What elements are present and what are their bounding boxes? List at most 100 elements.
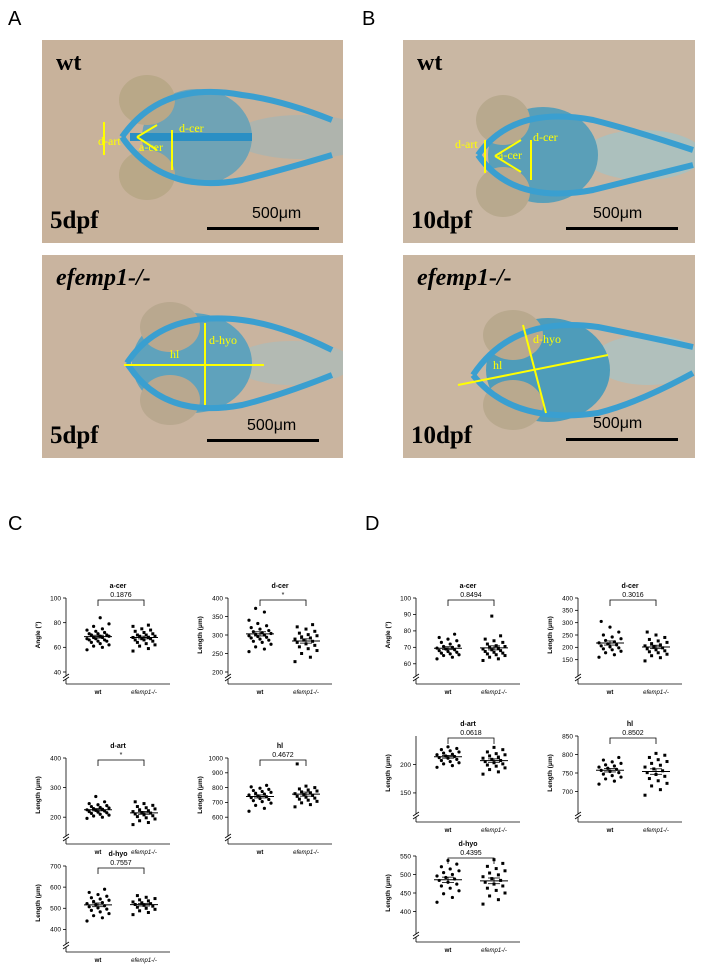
data-point [643,659,647,663]
data-point [665,760,669,764]
data-point [610,760,614,764]
data-point [619,637,623,641]
data-point [247,793,251,797]
data-point [262,647,266,651]
data-point [488,768,492,772]
data-point [107,806,111,810]
data-point [249,626,253,630]
data-point [450,895,454,900]
data-point [442,653,446,658]
data-point [96,892,100,897]
p-value-label: 0.4672 [272,752,294,759]
data-point [151,904,155,908]
y-tick-label: 400 [50,755,61,762]
data-point [615,643,619,647]
data-point [503,753,507,757]
x-category-label: wt [606,690,614,696]
data-point [142,813,146,817]
data-point [146,809,150,813]
y-tick-label: 300 [50,785,61,792]
data-point [499,649,503,653]
data-point [306,647,310,651]
x-category-label: wt [444,690,452,696]
stage-label: 10dpf [411,422,473,449]
data-point [260,640,264,644]
data-point [138,808,142,812]
data-point [439,748,443,752]
plot-title: d-hyo [108,851,127,858]
plot-title: d-hyo [458,841,477,848]
data-point [98,812,102,816]
data-point [247,650,251,654]
y-tick-label: 60 [54,645,62,652]
data-point [448,867,452,871]
y-tick-label: 850 [562,733,573,740]
annotation-a-cer: a-cer [139,140,163,154]
panel-letter-b: B [362,8,376,30]
data-point [656,639,660,643]
data-point [490,614,494,618]
data-point [608,625,612,629]
data-point [87,809,91,814]
data-point [446,649,450,654]
data-point [448,760,452,764]
significance-bracket [97,759,145,766]
data-point [448,652,452,656]
panel-letter-a: A [8,8,22,30]
data-point [501,748,505,752]
genotype-label: efemp1-/- [417,265,512,291]
x-category-label: wt [94,958,102,964]
data-point [496,770,500,774]
x-category-label: wt [256,850,264,856]
data-point [446,637,450,641]
data-point [481,658,485,662]
data-point [601,758,605,762]
x-category-label: efemp1-/- [643,690,669,696]
data-point [96,639,100,643]
data-point [96,810,100,814]
data-point [98,897,102,901]
data-point [295,762,299,766]
data-point [313,786,317,790]
data-point [492,639,496,643]
y-axis-label: Angle (°) [34,622,42,649]
data-point [153,897,157,901]
data-point [92,899,96,904]
data-point [258,627,262,631]
data-point [658,656,662,660]
y-tick-label: 100 [50,595,61,602]
data-point [597,765,601,769]
data-point [85,637,89,641]
data-point [153,807,157,811]
data-point [658,763,662,767]
significance-bracket [609,737,657,744]
y-axis-label: Length (μm) [35,884,42,922]
y-tick-label: 300 [562,620,573,627]
data-point [249,636,253,640]
data-point [439,865,443,869]
x-category-label: efemp1-/- [131,958,157,964]
data-point [105,804,109,808]
data-point [107,813,111,817]
data-point [151,814,155,818]
data-point [135,805,139,809]
data-point [619,761,623,765]
x-category-label: efemp1-/- [293,690,319,696]
genotype-label: efemp1-/- [56,265,151,291]
p-value-label: * [282,592,285,599]
data-point [501,861,505,865]
data-point [647,637,651,641]
y-tick-label: 400 [50,927,61,934]
data-point [304,627,308,631]
data-point [601,772,605,776]
data-point [304,784,308,788]
annotation-d-hyo: d-hyo [209,333,237,347]
data-point [107,643,111,647]
y-tick-label: 150 [400,790,411,797]
